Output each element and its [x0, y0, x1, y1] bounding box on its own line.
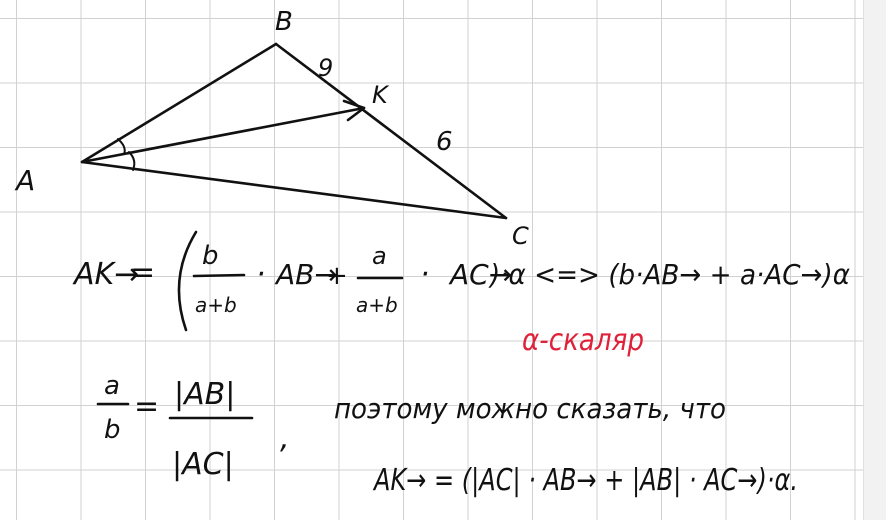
comma: , — [280, 421, 290, 456]
vec-ab-1: AB→ — [274, 258, 338, 291]
frac1-numerator: b — [202, 241, 219, 271]
frac1-bar — [192, 273, 246, 278]
dot-2: · — [420, 257, 430, 292]
label-c: C — [512, 222, 529, 250]
left-paren-1 — [177, 230, 198, 332]
length-bk: 9 — [318, 54, 333, 82]
label-b: B — [275, 7, 293, 37]
length-kc: 6 — [436, 127, 453, 157]
side-ab — [80, 42, 278, 164]
plus-1: + — [326, 261, 348, 291]
line1-tail: )·α <=> (b·AB→ + a·AC→)α — [488, 258, 850, 291]
frac2-numerator: a — [372, 242, 387, 270]
ratio-denominator: b — [104, 415, 121, 445]
frac2-denominator: a+b — [356, 293, 398, 317]
therefore-text: поэтому можно сказать, что — [334, 392, 726, 425]
equals-1: = — [130, 255, 155, 290]
label-k: K — [372, 81, 390, 109]
equals-2: = — [134, 389, 159, 424]
scrollbar-track[interactable] — [863, 0, 886, 520]
dot-1: · — [256, 257, 266, 292]
lhs-ak: AK→ — [72, 257, 139, 292]
arrowhead-k — [342, 99, 366, 122]
frac1-denominator: a+b — [195, 293, 237, 317]
angle-mark-upper — [117, 138, 126, 155]
scalar-note: α-скаляр — [522, 323, 644, 358]
ratio-numerator: a — [104, 371, 120, 401]
abs-ac: |AC| — [172, 447, 234, 482]
side-ac — [80, 160, 508, 220]
abs-ab: |AB| — [174, 377, 235, 412]
side-bc — [274, 42, 508, 220]
vec-ac-1: AC→ — [448, 258, 512, 291]
angle-mark-lower — [128, 151, 136, 171]
final-expression: AK→ = (|AC| · AB→ + |AB| · AC→)·α. — [372, 463, 798, 498]
label-a: A — [14, 164, 35, 197]
